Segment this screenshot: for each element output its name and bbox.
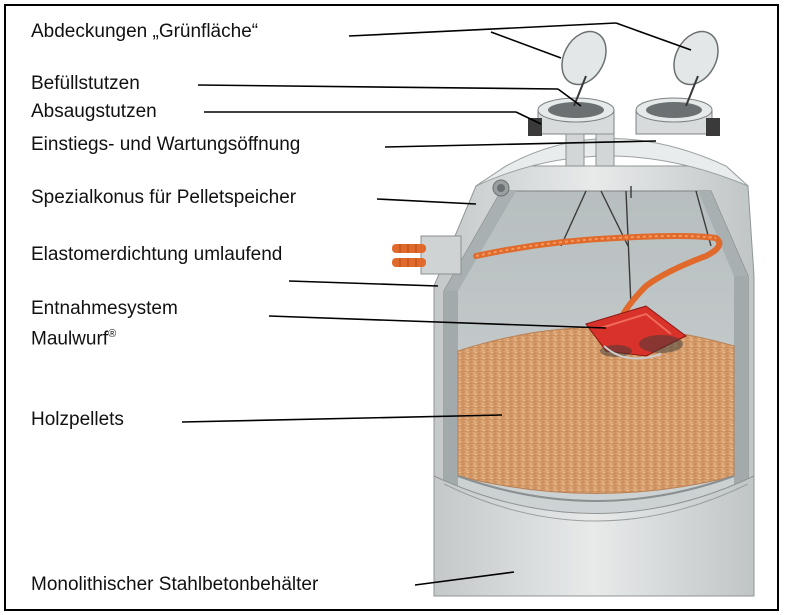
label-fill-nozzle: Befüllstutzen [31, 73, 140, 95]
label-container: Monolithischer Stahlbetonbehälter [31, 574, 318, 596]
label-suction-nozzle: Absaugstutzen [31, 101, 157, 123]
covers [553, 24, 727, 106]
label-cone: Spezialkonus für Pelletspeicher [31, 187, 296, 209]
label-extraction-mole: Maulwurf® [31, 323, 116, 350]
label-covers: Abdeckungen „Grünfläche“ [31, 21, 258, 43]
label-seal: Elastomerdichtung umlaufend [31, 244, 282, 266]
label-pellets: Holzpellets [31, 409, 124, 431]
label-extraction-system: Entnahmesystem [31, 298, 178, 320]
pellets-fill [458, 327, 734, 501]
label-access-opening: Einstiegs- und Wartungsöffnung [31, 134, 300, 156]
diagram-frame: Abdeckungen „Grünfläche“ Befüllstutzen A… [4, 4, 779, 611]
label-extraction-mole-text: Maulwurf [31, 328, 108, 349]
registered-mark: ® [108, 328, 116, 340]
